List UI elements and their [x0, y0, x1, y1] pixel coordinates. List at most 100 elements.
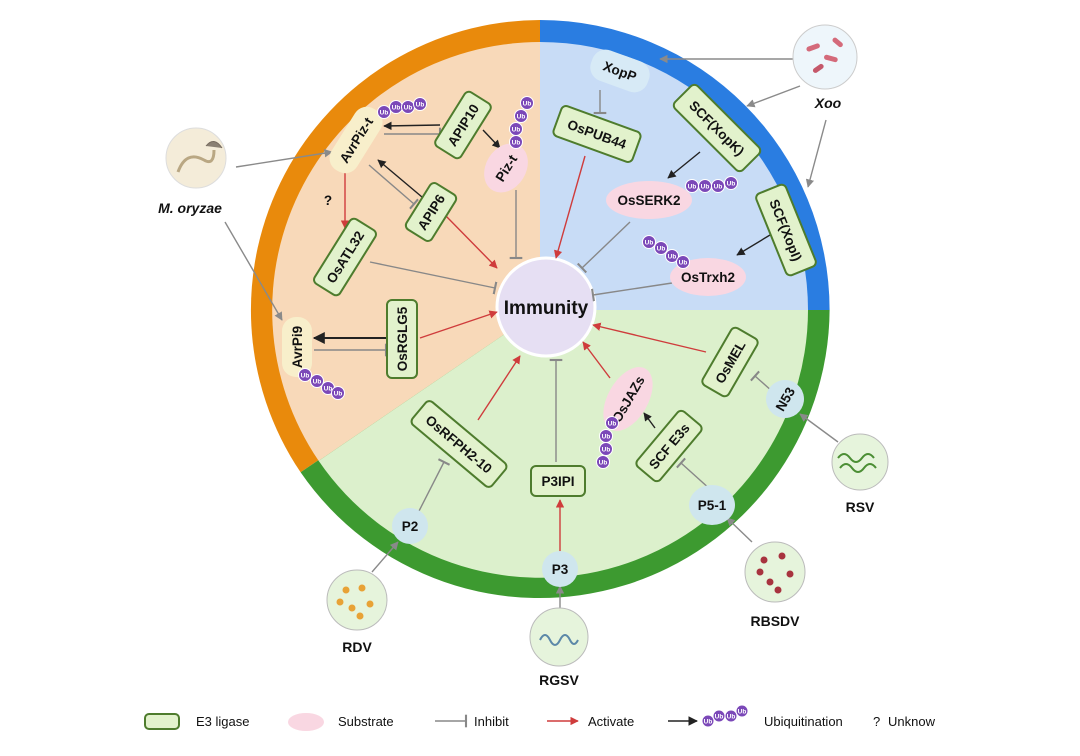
svg-text:Ub: Ub: [380, 110, 389, 117]
edge-scfxopk-osserk2: [667, 151, 701, 179]
edge-ostrxh2-immunity: [591, 282, 673, 302]
edge-scfe3s-osjazs: [643, 412, 656, 429]
svg-text:Ub: Ub: [704, 719, 713, 726]
edge-p2-osrfph2-inhibit: [417, 458, 451, 514]
unknown-question-mark: ?: [324, 193, 332, 208]
node-avrpi9: AvrPi9: [282, 317, 312, 377]
svg-text:Ub: Ub: [523, 101, 532, 108]
svg-text:Ub: Ub: [668, 254, 677, 261]
svg-text:P3: P3: [552, 562, 569, 577]
svg-text:Ub: Ub: [688, 184, 697, 191]
legend-unknown-label: Unknow: [888, 714, 936, 729]
ub-chain-osjazs: Ub Ub Ub Ub: [596, 416, 619, 469]
m-oryzae-icon: [165, 127, 227, 189]
svg-text:OsRGLG5: OsRGLG5: [395, 306, 410, 371]
node-ostrxh2: OsTrxh2: [670, 258, 746, 296]
xoo-label: Xoo: [814, 95, 842, 111]
rgsv-icon: [529, 607, 589, 667]
edge-osjazs-immunity: [582, 341, 611, 379]
edge-moryzae-avrpi9: [224, 221, 283, 321]
svg-text:OsTrxh2: OsTrxh2: [681, 270, 735, 285]
rsv-label: RSV: [846, 499, 875, 515]
svg-text:P3IPI: P3IPI: [541, 474, 574, 489]
rbsdv-icon: [744, 541, 806, 603]
rsv-icon: [831, 433, 889, 491]
svg-text:Ub: Ub: [599, 460, 608, 467]
svg-text:Ub: Ub: [313, 379, 322, 386]
svg-text:Ub: Ub: [645, 240, 654, 247]
svg-text:Ub: Ub: [334, 391, 343, 398]
svg-text:Ub: Ub: [517, 114, 526, 121]
svg-text:Ub: Ub: [657, 246, 666, 253]
legend-substrate-label: Substrate: [338, 714, 394, 729]
node-p2: P2: [392, 508, 428, 544]
edge-apip6-avrpiz: [377, 159, 423, 198]
edges: [224, 54, 839, 610]
svg-text:Ub: Ub: [512, 127, 521, 134]
svg-text:Ub: Ub: [602, 447, 611, 454]
svg-text:Ub: Ub: [404, 105, 413, 112]
ub-chain-osserk2: Ub Ub Ub Ub: [685, 176, 738, 193]
svg-text:Ub: Ub: [738, 709, 747, 716]
edge-rsv-n53: [799, 413, 839, 443]
xoo-icon: [792, 24, 858, 90]
edge-osatl32-immunity: [369, 261, 498, 295]
edge-apip10-pizt: [482, 129, 501, 149]
svg-text:Ub: Ub: [512, 140, 521, 147]
legend-e3-label: E3 ligase: [196, 714, 249, 729]
svg-text:Ub: Ub: [727, 181, 736, 188]
svg-text:Ub: Ub: [602, 434, 611, 441]
ub-chain-pizt: Ub Ub Ub Ub: [509, 96, 534, 149]
node-p5-1: P5-1: [689, 485, 735, 525]
svg-text:Ub: Ub: [392, 105, 401, 112]
edge-osserk2-immunity: [576, 221, 631, 274]
immunity-node: [495, 256, 597, 358]
edge-rbsdv-p51: [726, 517, 753, 543]
node-piz-t: Piz-t: [484, 143, 528, 193]
svg-text:Ub: Ub: [714, 184, 723, 191]
node-osrglg5: OsRGLG5: [386, 299, 418, 379]
node-xopp: XopP: [590, 49, 650, 93]
rgsv-label: RGSV: [539, 672, 579, 688]
legend-ubiquitination-label: Ubiquitination: [764, 714, 843, 729]
legend-substrate-swatch: [288, 713, 324, 731]
node-osjazs: OsJAZs: [603, 367, 653, 431]
immunity-label: Immunity: [504, 298, 589, 319]
edge-ospub44-immunity: [554, 155, 586, 259]
ub-chain-avrpiz: Ub Ub Ub Ub: [377, 97, 427, 119]
svg-text:Ub: Ub: [679, 260, 688, 267]
legend-ub-chain: Ub Ub Ub Ub: [701, 704, 749, 728]
legend-unknown-symbol: ?: [873, 714, 880, 729]
svg-text:AvrPi9: AvrPi9: [290, 326, 305, 368]
ub-chain-ostrxh2: Ub Ub Ub Ub: [642, 235, 690, 269]
rdv-label: RDV: [342, 639, 372, 655]
sector-fill-virus: [318, 310, 808, 578]
svg-text:P2: P2: [402, 519, 419, 534]
svg-text:Ub: Ub: [701, 184, 710, 191]
node-p3: P3: [542, 551, 578, 587]
svg-text:P5-1: P5-1: [698, 498, 727, 513]
svg-text:Ub: Ub: [324, 386, 333, 393]
legend-inhibit-label: Inhibit: [474, 714, 509, 729]
ub-chain-avrpi9: Ub Ub Ub Ub: [298, 368, 345, 400]
edge-osrfph2-immunity: [477, 355, 521, 421]
edge-xoo-scfxopi: [805, 119, 827, 188]
legend-activate-label: Activate: [588, 714, 634, 729]
svg-text:Ub: Ub: [727, 714, 736, 721]
node-p3ipi: P3IPI: [530, 465, 586, 497]
rdv-icon: [326, 569, 388, 631]
edge-avrpiz-apip6-inhibit: [368, 164, 419, 210]
svg-text:Ub: Ub: [416, 102, 425, 109]
legend: E3 ligase Substrate Inhibit Activate Ub …: [144, 704, 936, 731]
edge-moryzae-avrpiz: [235, 149, 333, 168]
svg-text:OsSERK2: OsSERK2: [617, 193, 680, 208]
rbsdv-label: RBSDV: [750, 613, 800, 629]
legend-e3-swatch: [144, 713, 180, 730]
svg-text:Ub: Ub: [608, 421, 617, 428]
edge-osmel-immunity: [592, 322, 707, 353]
edge-apip10-avrpiz: [383, 121, 441, 131]
edge-xoo-scfxopk: [746, 85, 801, 108]
svg-text:Ub: Ub: [301, 373, 310, 380]
edge-p51-scfe3s: [676, 457, 712, 491]
